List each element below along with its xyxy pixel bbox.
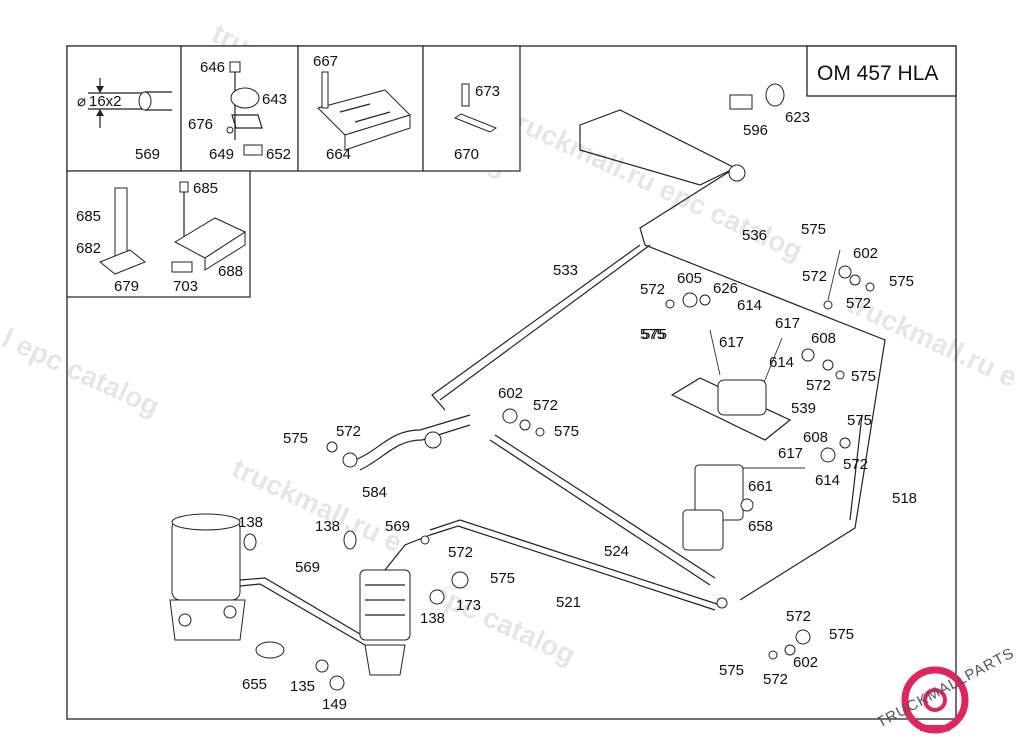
part-number: 655 [242,676,267,693]
part-number: 661 [748,478,773,495]
part-number: 572 [640,281,665,298]
part-number: 575 [640,326,665,343]
part-number: 679 [114,278,139,295]
part-number: 524 [604,543,629,560]
part-number: 575 [490,570,515,587]
part-number: 533 [553,262,578,279]
inset-panels [66,45,521,298]
part-number: 572 [802,268,827,285]
part-number: 149 [322,696,347,713]
part-number: 569 [135,146,160,163]
part-number: 614 [769,354,794,371]
inset-clamp: 646 643 676 649 652 [188,59,291,163]
part-number: 646 [200,59,225,76]
part-number: 703 [173,278,198,295]
part-number: 569 [295,559,320,576]
part-number: 138 [315,518,340,535]
part-number: 667 [313,53,338,70]
part-number: 652 [266,146,291,163]
inset-bracket: 667 664 [313,53,411,163]
part-number: 518 [892,490,917,507]
title-box [806,45,957,97]
dimension-label: 16x2 [89,93,122,110]
part-number: 569 [385,518,410,535]
part-number: 685 [193,180,218,197]
svg-text:⌀: ⌀ [77,93,86,110]
part-number: 596 [743,122,768,139]
inset-hose-dimension: ⌀ 16x2 569 [77,78,172,163]
part-number: 575 [554,423,579,440]
part-number: 602 [793,654,818,671]
part-number: 614 [737,297,762,314]
part-number: 670 [454,146,479,163]
part-number: 572 [843,456,868,473]
inset-plate: 673 670 [453,83,500,163]
part-number: 135 [290,678,315,695]
part-number: 584 [362,484,387,501]
part-number: 608 [803,429,828,446]
part-number: 575 [829,626,854,643]
inset-mounts: 685 682 679 685 688 703 [76,180,247,295]
part-number: 572 [806,377,831,394]
pipe-routing [239,109,886,646]
part-number: 572 [846,295,871,312]
watermark: epc catalog [427,577,580,670]
part-number: 643 [262,91,287,108]
part-number: 617 [719,334,744,351]
part-number: 623 [785,109,810,126]
page-title: OM 457 HLA [817,62,938,85]
part-number: 138 [238,514,263,531]
components [169,83,875,691]
part-number: 572 [786,608,811,625]
part-number: 521 [556,594,581,611]
part-number: 572 [763,671,788,688]
part-number: 626 [713,280,738,297]
part-number: 608 [811,330,836,347]
part-labels: 596 623 536 533 575 602 575 572 572 575 … [238,109,917,713]
part-number: 536 [742,227,767,244]
part-number: 673 [475,83,500,100]
part-number: 649 [209,146,234,163]
part-number: 602 [498,385,523,402]
part-number: 575 [642,326,667,343]
part-number: 605 [677,270,702,287]
part-number: 575 [851,368,876,385]
part-number: 572 [533,397,558,414]
part-number: 614 [815,472,840,489]
part-number: 173 [456,597,481,614]
part-number: 138 [420,610,445,627]
part-number: 685 [76,208,101,225]
part-number: 539 [791,400,816,417]
part-number: 572 [448,544,473,561]
part-number: 572 [336,423,361,440]
part-number: 575 [801,221,826,238]
part-number: 617 [775,315,800,332]
part-number: 676 [188,116,213,133]
watermark: l epc catalog [0,322,164,422]
part-number: 575 [719,662,744,679]
part-number: 688 [218,263,243,280]
part-number: 617 [778,445,803,462]
part-number: 575 [889,273,914,290]
part-number: 664 [326,146,351,163]
part-number: 682 [76,240,101,257]
part-number: 658 [748,518,773,535]
part-number: 575 [847,412,872,429]
part-number: 602 [853,245,878,262]
part-number: 575 [283,430,308,447]
